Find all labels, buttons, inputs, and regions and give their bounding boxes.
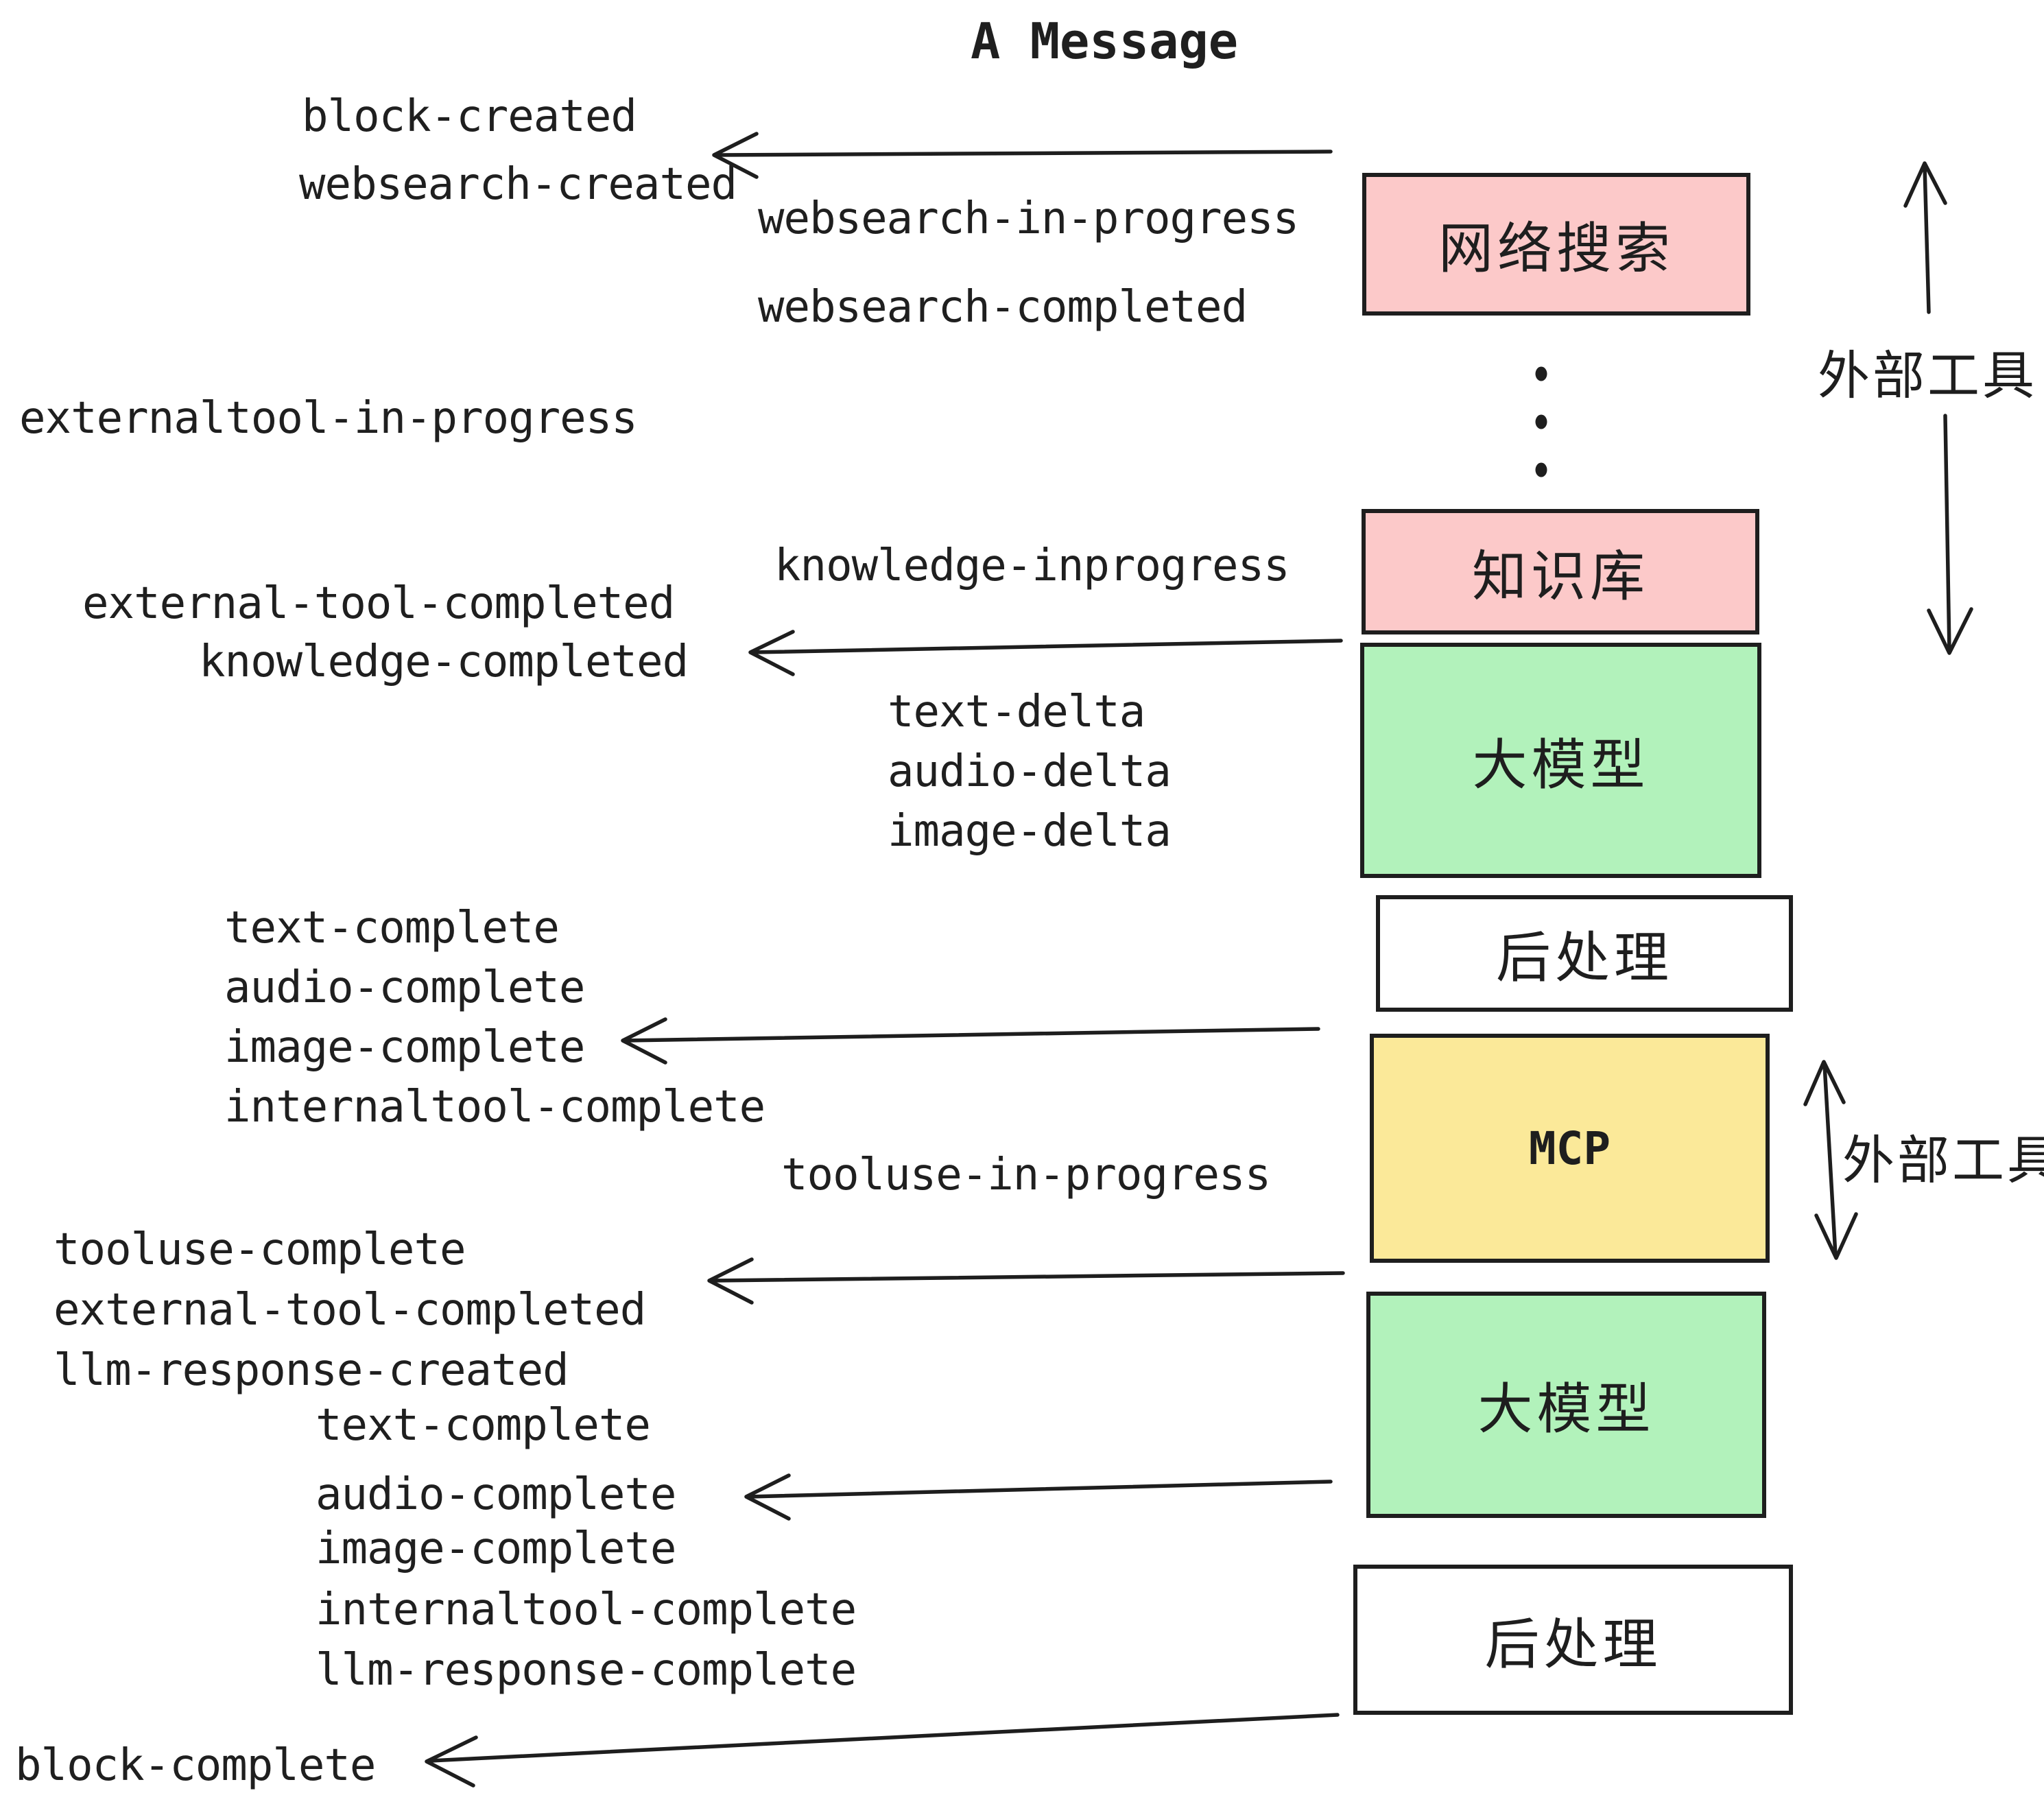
label-websearch-created: websearch-created	[299, 159, 737, 210]
node-llm-2: 大模型	[1366, 1292, 1766, 1518]
node-llm-1-label: 大模型	[1472, 733, 1650, 797]
ellipsis-dot	[1535, 366, 1547, 381]
arrow-to-image-complete-head	[621, 1017, 667, 1065]
external-tools-mid-down-head	[1814, 1212, 1858, 1260]
page-title: A Message	[971, 12, 1239, 70]
arrow-to-image-complete-line	[623, 1027, 1320, 1043]
label-llm-response-created: llm-response-created	[54, 1345, 569, 1396]
label-internaltool-complete-2: internaltool-complete	[316, 1585, 857, 1635]
label-text-delta: text-delta	[888, 687, 1145, 737]
label-tooluse-complete: tooluse-complete	[54, 1224, 466, 1275]
label-llm-response-complete: llm-response-complete	[316, 1645, 857, 1696]
label-externaltool-in-progress: externaltool-in-progress	[19, 393, 638, 444]
label-tooluse-in-progress: tooluse-in-progress	[781, 1150, 1271, 1200]
arrow-to-knowledge-completed-head	[748, 630, 795, 676]
label-websearch-completed: websearch-completed	[758, 282, 1248, 333]
label-external-tool-completed: external-tool-completed	[82, 578, 675, 629]
arrow-to-audio-complete-head	[744, 1473, 791, 1521]
label-knowledge-completed: knowledge-completed	[199, 637, 689, 687]
node-websearch-label: 网络搜索	[1438, 217, 1674, 281]
ellipsis-dot	[1535, 462, 1547, 477]
label-image-complete: image-complete	[224, 1022, 585, 1073]
label-knowledge-inprogress: knowledge-inprogress	[774, 541, 1290, 591]
external-tools-top-down-head	[1927, 607, 1973, 655]
label-image-delta: image-delta	[888, 806, 1172, 857]
external-tools-mid-line	[1822, 1063, 1838, 1257]
arrow-to-block-complete-head	[425, 1735, 478, 1788]
external-tools-top-up-head	[1903, 161, 1947, 208]
annotation-external-tools-mid: 外部工具	[1842, 1130, 2044, 1191]
label-text-complete: text-complete	[224, 903, 560, 953]
node-postprocess-2: 后处理	[1353, 1565, 1793, 1715]
node-knowledge-base: 知识库	[1362, 509, 1759, 634]
node-postprocess-1: 后处理	[1376, 895, 1793, 1012]
label-image-complete-2: image-complete	[316, 1523, 676, 1574]
label-external-tool-completed-2: external-tool-completed	[54, 1285, 646, 1336]
arrow-to-block-created-head	[712, 132, 759, 179]
annotation-external-tools-top: 外部工具	[1818, 345, 2037, 406]
node-llm-2-label: 大模型	[1477, 1377, 1655, 1441]
label-block-complete: block-complete	[15, 1740, 376, 1791]
label-audio-complete: audio-complete	[224, 962, 585, 1013]
external-tools-top-down-line	[1943, 414, 1951, 652]
arrow-to-block-complete-line	[429, 1713, 1340, 1763]
label-text-complete-2: text-complete	[316, 1400, 651, 1451]
node-websearch: 网络搜索	[1362, 173, 1750, 316]
node-llm-1: 大模型	[1360, 643, 1761, 878]
label-block-created: block-created	[302, 91, 637, 142]
node-mcp-label: MCP	[1528, 1121, 1611, 1175]
arrow-to-tooluse-complete-line	[710, 1271, 1345, 1283]
arrow-to-knowledge-completed-line	[751, 639, 1343, 654]
arrow-to-audio-complete-line	[747, 1480, 1333, 1499]
external-tools-top-up-line	[1923, 164, 1931, 314]
node-postprocess-2-label: 后处理	[1484, 1612, 1662, 1676]
arrow-to-block-created-line	[715, 150, 1333, 157]
label-websearch-in-progress: websearch-in-progress	[758, 193, 1299, 244]
arrow-to-tooluse-complete-head	[707, 1257, 754, 1305]
node-knowledge-base-label: 知识库	[1472, 544, 1649, 608]
ellipsis-dot	[1535, 414, 1547, 429]
label-internaltool-complete: internaltool-complete	[224, 1082, 765, 1132]
node-mcp: MCP	[1370, 1034, 1770, 1263]
label-audio-complete-2: audio-complete	[316, 1469, 676, 1520]
node-postprocess-1-label: 后处理	[1496, 926, 1673, 990]
external-tools-mid-up-head	[1803, 1060, 1846, 1106]
label-audio-delta: audio-delta	[888, 746, 1172, 797]
